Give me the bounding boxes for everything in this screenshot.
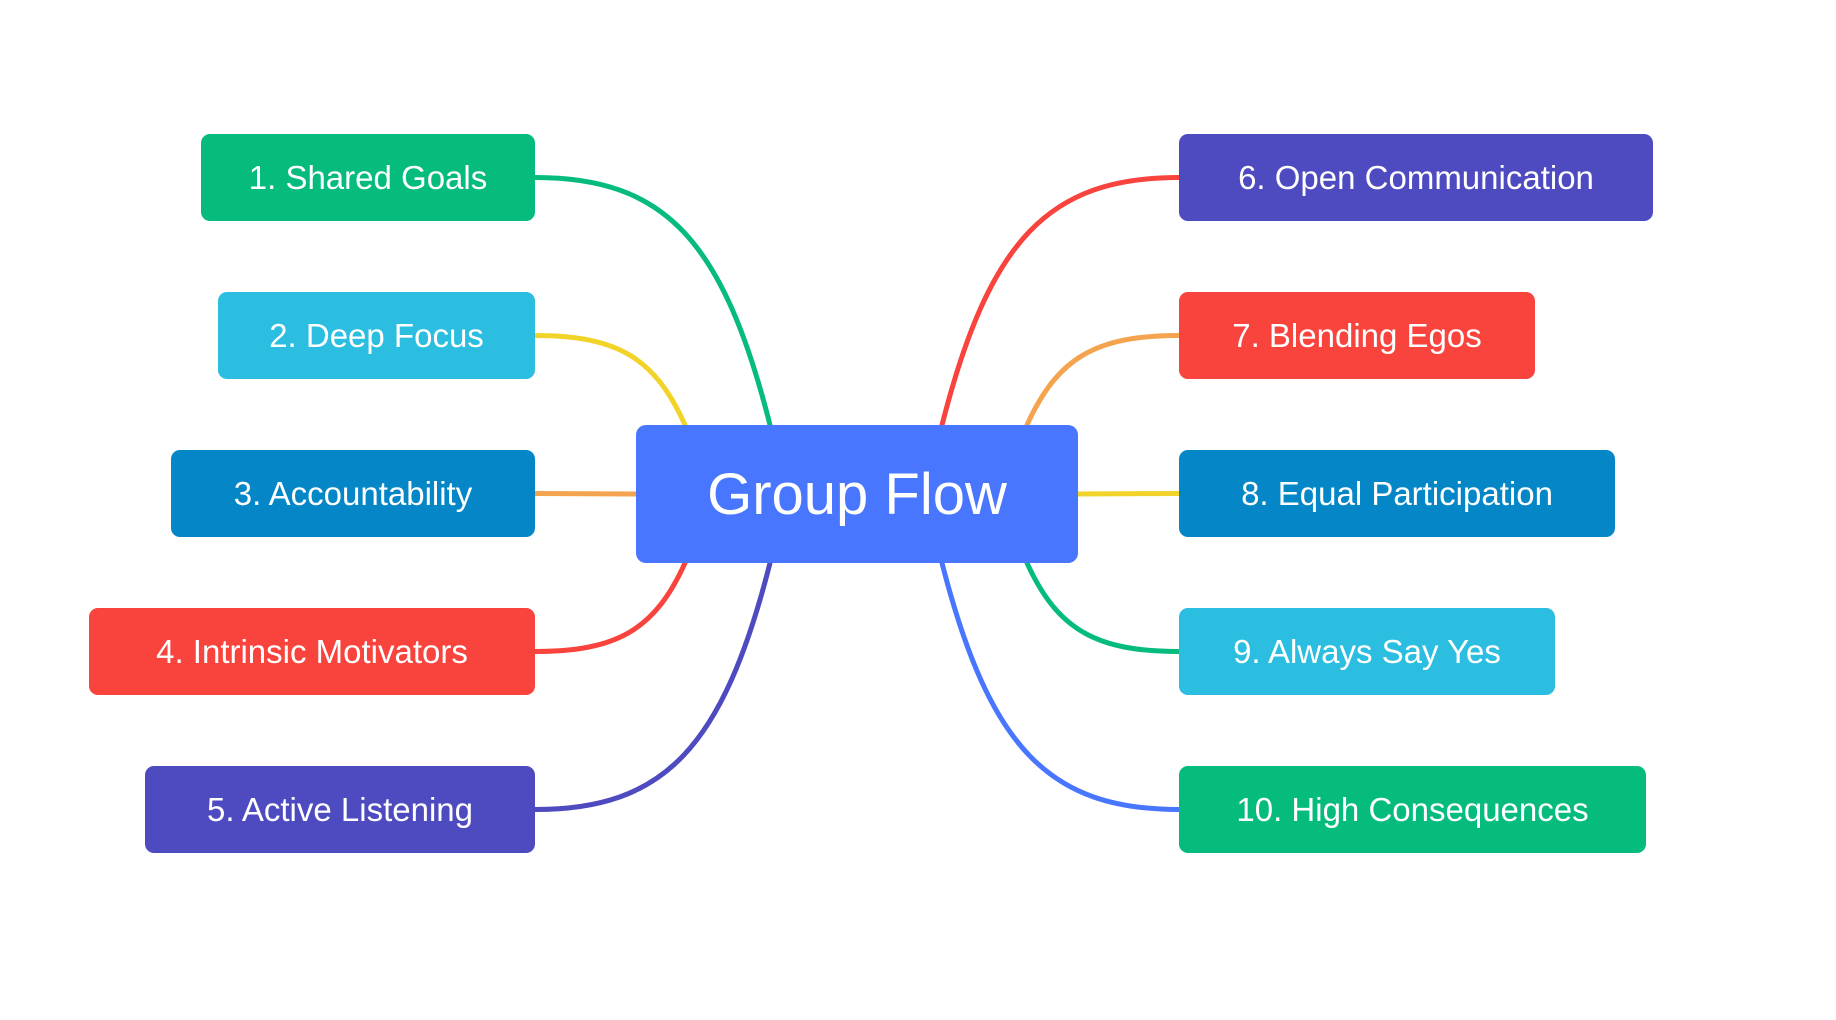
connector-intrinsic-motivators: [532, 560, 688, 654]
connector-shared-goals: [532, 175, 773, 428]
connector-open-communication: [939, 175, 1182, 428]
branch-blending-egos[interactable]: 7. Blending Egos: [1179, 292, 1535, 379]
branch-active-listening[interactable]: 5. Active Listening: [145, 766, 535, 853]
branch-equal-participation[interactable]: 8. Equal Participation: [1179, 450, 1615, 537]
connector-always-say-yes: [1024, 560, 1182, 654]
connector-high-consequences: [939, 560, 1182, 812]
branch-shared-goals[interactable]: 1. Shared Goals: [201, 134, 535, 221]
branch-always-say-yes[interactable]: 9. Always Say Yes: [1179, 608, 1555, 695]
branch-open-communication[interactable]: 6. Open Communication: [1179, 134, 1653, 221]
connector-accountability: [532, 491, 639, 497]
branch-deep-focus[interactable]: 2. Deep Focus: [218, 292, 535, 379]
connector-equal-participation: [1075, 491, 1182, 497]
connector-active-listening: [532, 560, 773, 812]
branch-accountability[interactable]: 3. Accountability: [171, 450, 535, 537]
branch-high-consequences[interactable]: 10. High Consequences: [1179, 766, 1646, 853]
branch-intrinsic-motivators[interactable]: 4. Intrinsic Motivators: [89, 608, 535, 695]
connector-deep-focus: [532, 333, 688, 428]
root-topic-group-flow[interactable]: Group Flow: [636, 425, 1078, 563]
connector-blending-egos: [1024, 333, 1182, 428]
